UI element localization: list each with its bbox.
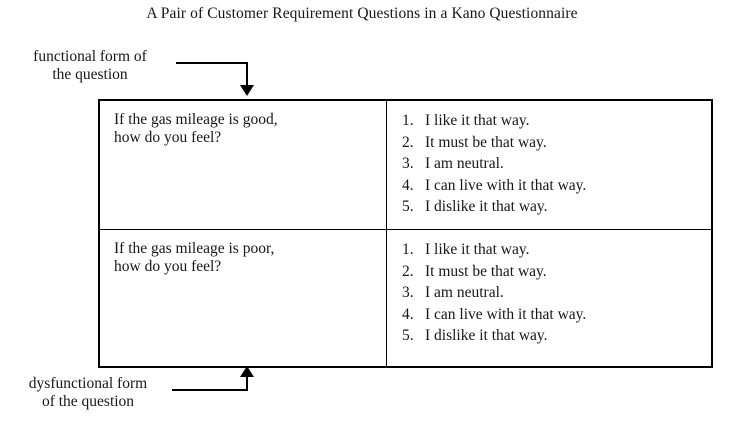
functional-answers-cell: 1. I like it that way. 2. It must be that … xyxy=(386,99,713,230)
list-item-number: 1. xyxy=(402,112,414,129)
list-item-number: 5. xyxy=(402,327,414,344)
functional-form-label: functional form of the question xyxy=(33,48,147,83)
arrow-up-icon xyxy=(240,366,254,377)
list-item-label: I dislike it that way. xyxy=(425,327,548,344)
dysfunctional-answers-cell: 1. I like it that way. 2. It must be that … xyxy=(386,229,713,368)
list-item[interactable]: 3. I am neutral. xyxy=(387,153,711,175)
list-item-number: 1. xyxy=(402,241,414,258)
list-item[interactable]: 5. I dislike it that way. xyxy=(387,196,711,218)
list-item[interactable]: 5. I dislike it that way. xyxy=(387,325,711,347)
questionnaire-table: If the gas mileage is good, how do you f… xyxy=(98,99,713,368)
question-text: If the gas mileage is good, how do you f… xyxy=(114,111,278,146)
list-item-label: I can live with it that way. xyxy=(425,305,587,323)
table-row: If the gas mileage is poor, how do you f… xyxy=(98,229,713,368)
question-text: If the gas mileage is poor, how do you f… xyxy=(114,240,275,275)
list-item-label: It must be that way. xyxy=(425,262,547,280)
dysfunctional-connector-vertical xyxy=(246,377,248,391)
list-item-label: I can live with it that way. xyxy=(425,176,587,194)
list-item[interactable]: 4. I can live with it that way. xyxy=(387,175,711,197)
list-item-number: 3. xyxy=(402,284,414,301)
list-item-label: I am neutral. xyxy=(425,155,504,172)
dysfunctional-form-label: dysfunctional form of the question xyxy=(28,375,148,410)
list-item[interactable]: 2. It must be that way. xyxy=(387,132,711,154)
list-item-number: 5. xyxy=(402,198,414,215)
dysfunctional-question-cell: If the gas mileage is poor, how do you f… xyxy=(98,229,387,368)
list-item-number: 3. xyxy=(402,155,414,172)
functional-connector-horizontal xyxy=(176,62,248,64)
arrow-down-icon xyxy=(240,85,254,96)
table-row: If the gas mileage is good, how do you f… xyxy=(98,99,713,230)
functional-connector-vertical xyxy=(246,62,248,87)
list-item-number: 2. xyxy=(402,133,414,151)
page-title: A Pair of Customer Requirement Questions… xyxy=(146,5,578,22)
list-item-number: 4. xyxy=(402,176,414,194)
answer-list: 1. I like it that way. 2. It must be that … xyxy=(387,101,711,218)
dysfunctional-connector-horizontal xyxy=(172,389,248,391)
list-item-label: I like it that way. xyxy=(425,112,530,129)
list-item[interactable]: 3. I am neutral. xyxy=(387,282,711,304)
answer-list: 1. I like it that way. 2. It must be that … xyxy=(387,230,711,347)
list-item[interactable]: 1. I like it that way. xyxy=(387,110,711,132)
functional-question-cell: If the gas mileage is good, how do you f… xyxy=(98,99,387,230)
list-item-number: 2. xyxy=(402,262,414,280)
list-item[interactable]: 1. I like it that way. xyxy=(387,239,711,261)
list-item-label: I am neutral. xyxy=(425,284,504,301)
list-item[interactable]: 2. It must be that way. xyxy=(387,261,711,283)
list-item-label: I like it that way. xyxy=(425,241,530,258)
list-item-number: 4. xyxy=(402,305,414,323)
list-item[interactable]: 4. I can live with it that way. xyxy=(387,304,711,326)
list-item-label: It must be that way. xyxy=(425,133,547,151)
list-item-label: I dislike it that way. xyxy=(425,198,548,215)
